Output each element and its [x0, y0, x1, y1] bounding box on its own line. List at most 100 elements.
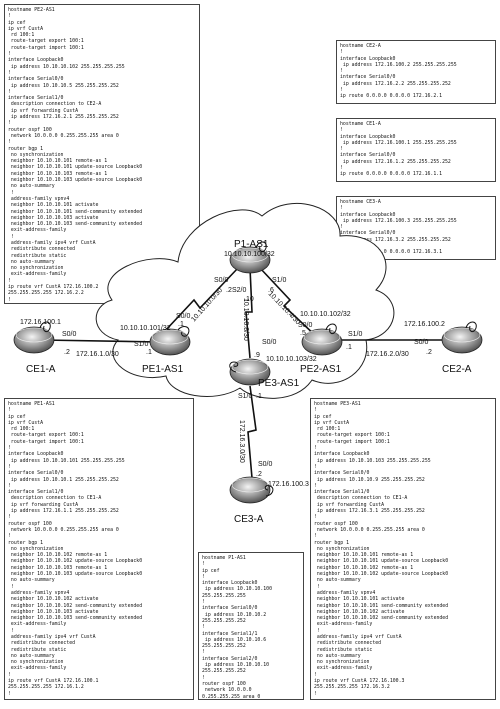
config-line: address-family ipv4 vrf CustA	[8, 633, 96, 640]
config-line: neighbor 10.10.10.101 update-source Loop…	[314, 558, 449, 565]
loopback-ce2	[465, 321, 477, 333]
config-line: neighbor 10.10.10.101 update-source Loop…	[8, 164, 143, 171]
config-line: neighbor 10.10.10.103 remote-as 1	[8, 564, 108, 571]
config-line: !	[202, 561, 205, 568]
config-line: network 10.0.0.0 0.255.255.255 area 0	[8, 132, 119, 139]
router-ce2-icon	[441, 326, 483, 354]
config-line: hostname P1-AS1	[202, 555, 246, 561]
config-line: ip address 172.16.2.2 255.255.255.252	[340, 80, 451, 87]
label-ce1-s00-host: .2	[64, 349, 70, 356]
config-line: interface Serial0/0	[202, 605, 258, 612]
router-p1-icon	[229, 246, 271, 274]
config-line: rd 100:1	[8, 426, 35, 433]
config-line: ip vrf CustA	[314, 419, 349, 426]
config-line: ip route 0.0.0.0 0.0.0.0 172.16.2.1	[340, 93, 443, 100]
config-line: ip vrf CustA	[8, 419, 43, 426]
device-label-ce2: CE2-A	[442, 364, 472, 375]
config-line: 0.255.255.255 area 0	[202, 693, 261, 700]
config-line: no auto-summary	[8, 652, 55, 659]
config-p1-as1: hostname P1-AS1!ip cef!interface Loopbac…	[198, 552, 304, 700]
config-line: ip address 10.10.10.10	[202, 662, 270, 669]
config-line: router ospf 100	[8, 520, 52, 527]
config-line: !	[340, 68, 343, 75]
config-line: ip cef	[8, 413, 26, 420]
config-line: !	[314, 671, 317, 678]
config-line: hostname PE1-AS1	[8, 401, 55, 407]
config-line: ip address 10.10.10.9 255.255.255.252	[314, 476, 425, 483]
config-line: !	[202, 573, 205, 580]
config-line: address-family ipv4 vrf CustA	[8, 239, 96, 246]
label-pe3-loopback: 10.10.10.103/32	[266, 356, 317, 363]
config-line: neighbor 10.10.10.102 remote-as 1	[8, 552, 108, 559]
config-line: description connection to CE1-A	[314, 495, 408, 502]
config-line: route-target export 100:1	[314, 432, 390, 439]
config-line: router ospf 100	[8, 126, 52, 133]
config-line: 255.255.255.252	[202, 617, 246, 624]
config-line: !	[8, 514, 11, 521]
config-line: !	[8, 69, 11, 76]
label-pe3-s00-host: .9	[254, 352, 260, 359]
device-label-pe2: PE2-AS1	[300, 364, 342, 375]
config-line: ip address 10.10.10.102 255.255.255.255	[8, 63, 125, 70]
config-line: interface Serial2/0	[202, 655, 258, 662]
config-line: route-target import 100:1	[8, 438, 84, 445]
config-line: !	[8, 407, 11, 414]
loopback-ce3	[264, 485, 274, 497]
config-line: !	[340, 127, 343, 134]
label-ce2-loopback: 172.16.100.2	[404, 321, 445, 328]
config-line: exit-address-family	[8, 271, 67, 278]
config-line: neighbor 10.10.10.102 send-community ext…	[314, 615, 449, 622]
config-line: neighbor 10.10.10.103 update-source Loop…	[8, 571, 143, 578]
config-line: exit-address-family	[314, 621, 373, 628]
label-p1-s10: S1/0	[272, 277, 287, 284]
loopback-pe2	[325, 323, 337, 335]
loopback-p1	[255, 241, 267, 253]
config-line: ip route vrf CustA 172.16.100.3	[314, 678, 405, 685]
config-line: !	[340, 165, 343, 172]
config-line: interface Serial0/0	[340, 230, 396, 237]
config-line: !	[202, 649, 205, 656]
config-line: route-target export 100:1	[8, 38, 84, 45]
config-line: !	[8, 277, 11, 284]
config-line: !	[340, 87, 343, 94]
config-line: ip cef	[8, 19, 26, 26]
device-label-pe1: PE1-AS1	[142, 364, 184, 375]
config-line: 255.255.255.252	[202, 643, 246, 650]
config-line: interface Loopback0	[314, 451, 370, 458]
config-line: no synchronization	[8, 545, 64, 552]
config-line: !	[202, 599, 205, 606]
config-line: ip address 172.16.100.3 255.255.255.255	[340, 217, 457, 224]
config-line: no synchronization	[8, 659, 64, 666]
config-line: !	[8, 88, 11, 95]
label-p1-s10-host: .6	[268, 287, 274, 294]
config-line: !	[314, 627, 320, 634]
config-line: ip address 10.10.10.2	[202, 611, 267, 618]
config-line: !	[314, 482, 317, 489]
config-line: 255.255.255.255 172.16.3.2	[314, 684, 390, 691]
config-line: interface Serial0/0	[8, 76, 64, 83]
config-line: no auto-summary	[8, 577, 55, 584]
config-line: neighbor 10.10.10.101 remote-as 1	[8, 158, 108, 165]
config-line: neighbor 10.10.10.101 send-community ext…	[8, 208, 143, 215]
config-line: 255.255.255.252	[202, 668, 246, 675]
label-pe3-s00: S0/0	[262, 339, 277, 346]
config-line: interface Loopback0	[202, 580, 258, 587]
config-line: ip address 10.10.10.101 255.255.255.255	[8, 457, 125, 464]
device-label-p1: P1-AS1	[234, 239, 269, 250]
config-line: interface Serial0/0	[314, 470, 370, 477]
label-pe2-s10-host: .1	[346, 344, 352, 351]
config-line: ip address 172.16.1.1 255.255.255.252	[8, 508, 119, 515]
config-line: ip route 0.0.0.0 0.0.0.0 172.16.1.1	[340, 171, 443, 178]
device-label-ce1: CE1-A	[26, 364, 56, 375]
label-ce1-loopback: 172.16.100.1	[20, 319, 61, 326]
config-line: neighbor 10.10.10.101 activate	[8, 202, 99, 209]
config-line: router bgp 1	[8, 145, 43, 152]
config-line: hostname PE3-AS1	[314, 401, 361, 407]
config-line: address-family vpnv4	[8, 195, 70, 202]
config-line: exit-address-family	[8, 665, 67, 672]
label-pe1-s10-host: .1	[146, 349, 152, 356]
config-line: redistribute static	[314, 646, 373, 653]
config-line: ip address 172.16.3.1 255.255.255.252	[314, 508, 425, 515]
label-p1-s00: S0/0	[214, 277, 229, 284]
